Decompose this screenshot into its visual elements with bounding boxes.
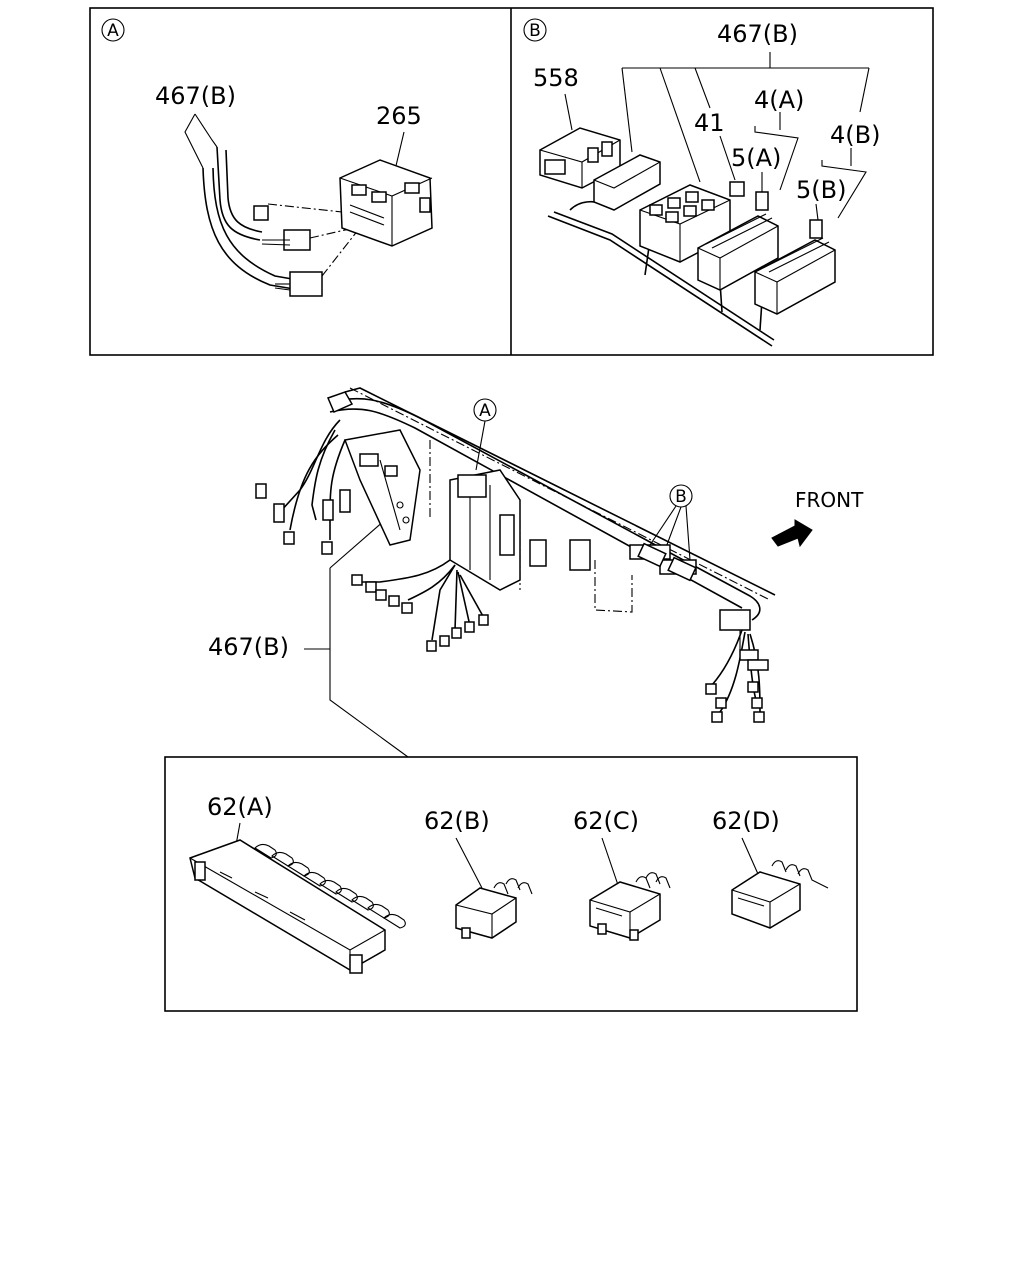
front-label: FRONT xyxy=(795,488,864,512)
relay-62d xyxy=(731,860,829,929)
panel-a-marker-text: A xyxy=(107,21,119,41)
harness-line-b-inner xyxy=(553,211,775,341)
relay-panel-frame xyxy=(164,756,858,1012)
panel-a-marker xyxy=(101,18,125,42)
beam-dash-top xyxy=(349,387,771,601)
panel-b-marker xyxy=(523,18,547,42)
panel-b: B 467(B) 558 41 4(A) 5(A) 4(B) 5(B) xyxy=(523,18,880,347)
small-connector-a1 xyxy=(253,205,269,221)
connector-a3 xyxy=(289,271,323,297)
leader-265 xyxy=(394,131,405,171)
label-467b-main: 467(B) xyxy=(208,633,289,661)
left-bracket xyxy=(343,429,421,546)
fuse-block-4a xyxy=(697,213,779,291)
leader-62b xyxy=(455,837,483,889)
label-4b: 4(B) xyxy=(830,121,880,149)
leader-62c xyxy=(601,837,619,886)
fuse-5a xyxy=(755,191,769,211)
label-558: 558 xyxy=(533,64,579,92)
center-bracket xyxy=(449,469,547,591)
label-62a: 62(A) xyxy=(207,793,273,821)
relay-panel: 62(A) 62(B) 62(C) 62(D) xyxy=(189,793,829,974)
label-5b: 5(B) xyxy=(796,176,846,204)
label-265: 265 xyxy=(376,102,422,130)
part-558-unit xyxy=(539,127,621,189)
label-62d: 62(D) xyxy=(712,807,780,835)
label-467b-panel-a: 467(B) xyxy=(155,82,236,110)
label-467b-panel-b: 467(B) xyxy=(717,20,798,48)
harness-line-b xyxy=(547,215,773,347)
relay-62b xyxy=(455,878,533,939)
label-41: 41 xyxy=(694,109,725,137)
callout-line-main xyxy=(329,568,409,758)
part-265-connector xyxy=(339,159,433,247)
part-41 xyxy=(729,181,745,197)
panel-a: A 467(B) 265 xyxy=(101,18,433,297)
left-connector xyxy=(255,483,267,499)
main-marker-b-text: B xyxy=(675,487,687,507)
fuse-block-4b xyxy=(754,237,836,315)
fuse-5b xyxy=(809,219,823,239)
relay-block-62a xyxy=(189,839,406,974)
harness-clip-b xyxy=(593,154,661,211)
label-4a: 4(A) xyxy=(754,86,804,114)
trunk-end-clip xyxy=(326,391,354,413)
branch-wire-right xyxy=(711,629,743,686)
main-marker-a-text: A xyxy=(479,401,491,421)
label-5a: 5(A) xyxy=(731,144,781,172)
label-62c: 62(C) xyxy=(573,807,639,835)
relay-62c xyxy=(589,872,671,941)
harness-branch-a-inner xyxy=(225,149,263,233)
harness-branch-a xyxy=(216,146,261,241)
label-62b: 62(B) xyxy=(424,807,490,835)
leader-467b-a2 xyxy=(194,113,218,148)
front-arrow-icon xyxy=(771,519,813,548)
leader-467b-a xyxy=(184,113,204,169)
harness-tube-a-inner xyxy=(212,167,299,281)
harness-tube-a xyxy=(202,167,301,291)
panel-b-marker-text: B xyxy=(529,21,541,41)
leader-62d xyxy=(741,837,759,875)
main-harness-view: A B FRONT 467(B) xyxy=(208,387,864,758)
